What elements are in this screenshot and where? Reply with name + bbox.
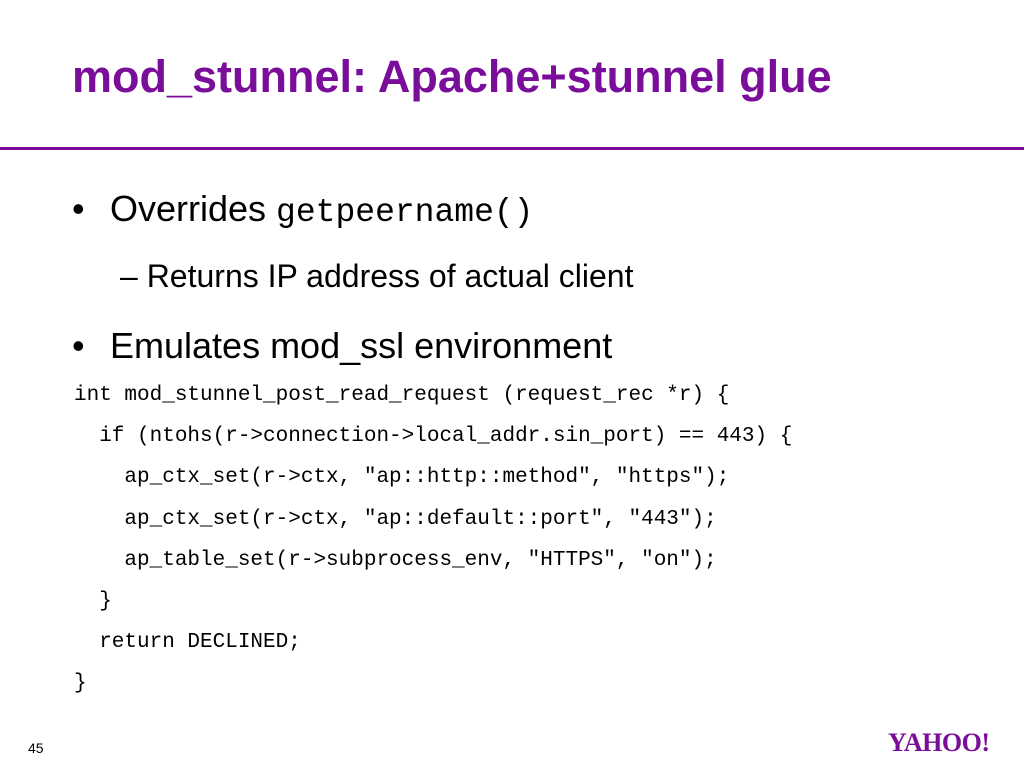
sub-bullet-returns: – Returns IP address of actual client [120, 258, 634, 294]
bullet-code: getpeername() [276, 194, 534, 231]
bullet-marker: • [72, 188, 85, 229]
bullet-marker: • [72, 325, 85, 366]
code-line: ap_ctx_set(r->ctx, "ap::default::port", … [74, 507, 717, 531]
bullet-emulates: • Emulates mod_ssl environment [72, 325, 612, 367]
title-divider [0, 147, 1024, 150]
code-line: if (ntohs(r->connection->local_addr.sin_… [74, 425, 793, 449]
code-line: int mod_stunnel_post_read_request (reque… [74, 384, 730, 407]
code-line: ap_ctx_set(r->ctx, "ap::http::method", "… [74, 466, 730, 490]
code-line: } [74, 589, 112, 613]
bullet-overrides: • Overrides getpeername() [72, 188, 534, 234]
bullet-text: Emulates mod_ssl environment [110, 325, 613, 366]
yahoo-logo: YAHOO! [888, 728, 990, 757]
bullet-text: Overrides [110, 188, 277, 229]
code-line: ap_table_set(r->subprocess_env, "HTTPS",… [74, 548, 717, 572]
code-line: } [74, 672, 87, 696]
code-line: return DECLINED; [74, 631, 301, 655]
code-block: int mod_stunnel_post_read_request (reque… [74, 378, 792, 708]
slide-number: 45 [28, 740, 44, 756]
slide-title: mod_stunnel: Apache+stunnel glue [72, 51, 832, 102]
